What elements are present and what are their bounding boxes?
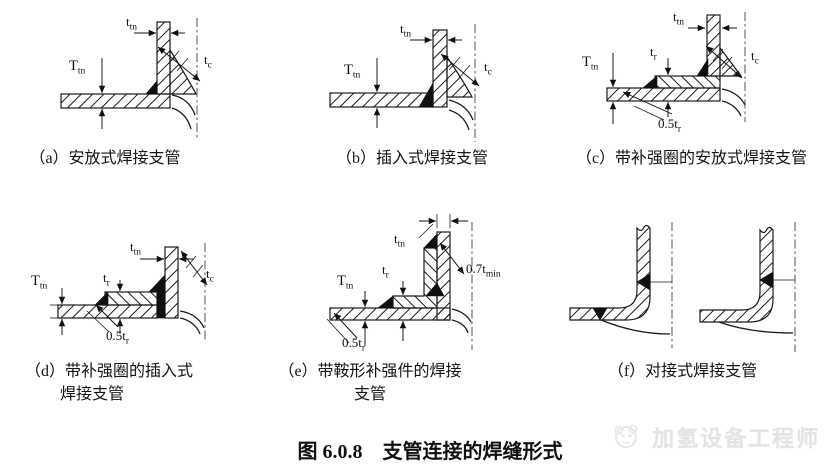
dim-label-t-tn: ttn bbox=[673, 9, 684, 28]
figure-c-drawing: ttn Ttn tr 0.5tr tc bbox=[582, 9, 759, 135]
run-pipe-curve bbox=[448, 99, 474, 121]
throat-dim-arrow bbox=[439, 242, 465, 275]
run-shell-plate bbox=[60, 93, 171, 109]
run-pipe-curve bbox=[451, 319, 469, 334]
weld-hatch-region bbox=[719, 46, 743, 77]
branch-pipe-wall bbox=[164, 246, 179, 319]
run-pipe-curve bbox=[600, 319, 671, 335]
branch-pipe-wall bbox=[436, 231, 451, 321]
caption-figure-d-line1: （d）带补强圈的插入式 bbox=[25, 363, 194, 380]
branch-pipe-wall bbox=[706, 14, 721, 77]
leader-line bbox=[333, 312, 358, 339]
pipe-base-weld bbox=[148, 274, 166, 293]
dim-label-T-tn: Ttn bbox=[344, 62, 360, 81]
dim-label-t-r: tr bbox=[650, 44, 658, 63]
dim-tick bbox=[185, 255, 197, 269]
run-pipe-curve bbox=[171, 94, 196, 116]
weld-fillet bbox=[418, 81, 434, 108]
figure-a-drawing: ttn Ttn tc bbox=[60, 14, 212, 140]
throat-dim-arrow bbox=[705, 45, 743, 79]
throat-dim-arrow bbox=[157, 46, 201, 82]
leader-line bbox=[326, 318, 350, 344]
dim-label-half-t-r: 0.5tr bbox=[106, 328, 130, 347]
dim-label-half-t-r: 0.5tr bbox=[658, 116, 682, 135]
dim-label-t-c: tc bbox=[206, 266, 214, 285]
saddle-top-weld bbox=[423, 233, 438, 249]
dim-label-T-tn: Ttn bbox=[69, 58, 85, 77]
run-shell-plate bbox=[329, 307, 451, 321]
run-shell-plate bbox=[606, 87, 721, 102]
integral-branch-forging bbox=[699, 226, 774, 323]
caption-figure-d: （d）带补强圈的插入式 焊接支管 bbox=[25, 360, 255, 406]
branch-pipe-wall bbox=[432, 29, 448, 108]
saddle-base-weld bbox=[425, 282, 445, 297]
figure-title: 图 6.0.8 支管连接的焊缝形式 bbox=[297, 441, 563, 463]
dim-label-t-tn: ttn bbox=[394, 231, 405, 250]
dim-label-t-c: tc bbox=[751, 48, 759, 67]
leader-line bbox=[418, 223, 434, 239]
caption-figure-b: （b）插入式焊接支管 bbox=[335, 150, 488, 167]
watermark-text: 加氢设备工程师 bbox=[652, 426, 821, 451]
run-pipe-curve bbox=[721, 88, 746, 106]
dim-tick bbox=[167, 50, 180, 65]
dim-label-t-r: tr bbox=[382, 262, 390, 281]
dim-tick bbox=[448, 56, 461, 71]
dim-tick bbox=[712, 48, 724, 62]
dim-label-T-tn: Ttn bbox=[582, 54, 598, 73]
dim-label-t-tn: ttn bbox=[130, 239, 141, 258]
caption-figure-d-line2: 焊接支管 bbox=[60, 386, 125, 404]
caption-figure-f: （f）对接式焊接支管 bbox=[607, 363, 758, 380]
figure-e-drawing: ttn 0.7tmin tr Ttn 0.5tr bbox=[326, 214, 501, 354]
leader-line bbox=[86, 310, 110, 333]
saddle-reinforcement bbox=[392, 247, 438, 309]
run-pipe-curve bbox=[718, 321, 794, 334]
watermark: 加氢设备工程师 bbox=[612, 420, 820, 454]
caption-figure-e: （e）带鞍形补强件的焊接支管 bbox=[278, 363, 462, 404]
dim-tick bbox=[458, 64, 471, 79]
dim-label-t-r: tr bbox=[103, 270, 111, 289]
dim-tick bbox=[176, 57, 189, 72]
run-butt-weld bbox=[592, 307, 608, 321]
run-pipe-curve bbox=[179, 310, 205, 329]
leader-line bbox=[633, 105, 665, 121]
weld-diagrams: ttn Ttn tc ttn Ttn tc bbox=[31, 9, 796, 354]
weld-fill bbox=[156, 291, 166, 319]
caption-figure-a: （a）安放式焊接支管 bbox=[29, 150, 181, 167]
reinforcement-pad bbox=[654, 75, 721, 89]
integral-branch-forging bbox=[569, 224, 651, 321]
dim-label-T-tn: Ttn bbox=[337, 273, 353, 292]
throat-dim-arrow bbox=[440, 53, 480, 87]
pad-edge-weld bbox=[642, 75, 658, 89]
leader-line bbox=[622, 91, 673, 115]
dim-label-half-t-r: 0.5tr bbox=[342, 335, 366, 354]
pipe-base-weld bbox=[696, 57, 709, 77]
dim-tick bbox=[721, 56, 733, 70]
dim-label-t-c: tc bbox=[484, 59, 492, 78]
dim-label-T-tn: Ttn bbox=[31, 273, 47, 292]
figure-f-drawing bbox=[569, 222, 796, 352]
weld-fillet bbox=[145, 80, 158, 95]
dim-label-07tmin: 0.7tmin bbox=[466, 261, 501, 280]
figure-d-drawing: ttn Ttn tr 0.5tr tc bbox=[31, 239, 214, 347]
saddle-edge-weld bbox=[377, 295, 394, 309]
run-pipe-curve bbox=[451, 308, 472, 323]
leader-line bbox=[95, 304, 119, 328]
run-pipe-curve bbox=[179, 317, 201, 335]
run-pipe-curve bbox=[171, 107, 192, 130]
watermark-logo-icon bbox=[614, 424, 638, 448]
branch-pipe-wall bbox=[156, 21, 171, 95]
figure-b-drawing: ttn Ttn tc bbox=[329, 21, 492, 142]
run-pipe-curve bbox=[448, 109, 470, 131]
dim-label-t-tn: ttn bbox=[400, 21, 411, 40]
caption-figure-c: （c）带补强圈的安放式焊接支管 bbox=[575, 150, 808, 167]
dim-tick bbox=[192, 264, 204, 278]
run-shell-plate bbox=[329, 92, 434, 108]
reinforcement-pad bbox=[104, 291, 158, 306]
dim-label-t-c: tc bbox=[204, 52, 212, 71]
dim-label-t-tn: ttn bbox=[126, 14, 137, 33]
pad-edge-weld bbox=[94, 291, 109, 306]
run-pipe-curve bbox=[721, 100, 742, 117]
throat-dim-arrow bbox=[180, 250, 208, 286]
